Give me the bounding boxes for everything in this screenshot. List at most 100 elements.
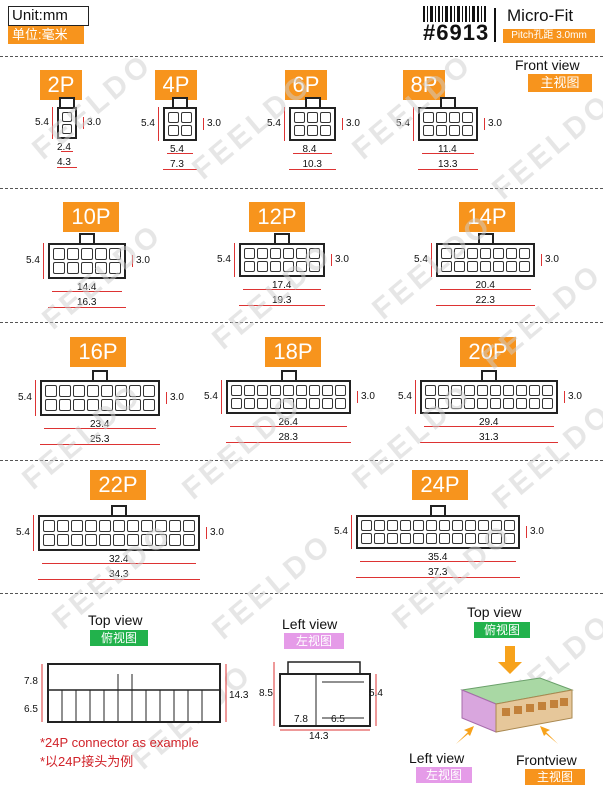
pin-cavity (168, 112, 179, 123)
pin-cavity (529, 398, 540, 409)
pin-cavity (283, 398, 294, 409)
dim-height: 5.4 (217, 254, 231, 265)
left-view-drawing (273, 661, 377, 731)
pin-cavity (73, 399, 85, 411)
dim-outer-width: 19.3 (272, 295, 292, 306)
dim-line-inner-width (293, 153, 332, 154)
pin-cavity (516, 385, 527, 396)
dim-line-pitch (166, 392, 167, 404)
dim-line-inner-width (61, 151, 73, 152)
pin-cavity (374, 520, 385, 531)
unit-label: Unit:mm (8, 6, 89, 26)
left-view-title-cn: 左视图 (284, 633, 344, 649)
dim-line-inner-width (42, 563, 196, 564)
pin-count-label: 24P (412, 470, 468, 500)
pin-grid (53, 248, 121, 274)
top-view-drawing (41, 663, 227, 723)
dim-line-outer-width (436, 305, 535, 306)
pin-cavity (183, 520, 195, 532)
pin-cavity (115, 399, 127, 411)
dim-line-inner-width (44, 428, 156, 429)
pin-cavity (296, 385, 307, 396)
dim-line-height (413, 107, 414, 141)
dim-inner-width: 14.4 (77, 282, 97, 293)
pin-cavity (465, 533, 476, 544)
pin-grid (244, 248, 320, 272)
top-view-title-cn: 俯视图 (90, 630, 148, 646)
pin-cavity (478, 533, 489, 544)
dim-pitch: 3.0 (210, 527, 224, 538)
pin-cavity (113, 534, 125, 546)
connector-body (418, 107, 478, 141)
dim-line-inner-width (167, 153, 193, 154)
pin-cavity (99, 534, 111, 546)
pin-cavity (309, 385, 320, 396)
connector-body (436, 243, 535, 277)
dim-pitch: 3.0 (170, 392, 184, 403)
pin-cavity (462, 112, 473, 123)
pin-count-label: 14P (459, 202, 515, 232)
dim-line-height (35, 380, 36, 416)
iso-top-view-title-cn: 俯视图 (474, 622, 530, 638)
pin-cavity (529, 385, 540, 396)
connector-latch (481, 370, 497, 380)
dim-height: 5.4 (18, 392, 32, 403)
dim-outer-width: 31.3 (479, 432, 499, 443)
pin-count-label: 10P (63, 202, 119, 232)
dim-height: 5.4 (334, 526, 348, 537)
pin-cavity (478, 520, 489, 531)
pin-cavity (309, 398, 320, 409)
iso-top-view-title: Top view (467, 604, 522, 620)
dim-inner-width: 29.4 (479, 417, 499, 428)
pin-cavity (504, 533, 515, 544)
dim-line-pitch (484, 118, 485, 130)
dim-inner-width: 26.4 (278, 417, 298, 428)
pin-cavity (423, 125, 434, 136)
pin-cavity (95, 262, 107, 274)
connector-body (289, 107, 336, 141)
pin-cavity (62, 124, 72, 134)
pin-cavity (57, 534, 69, 546)
pin-cavity (374, 533, 385, 544)
dim-line-pitch (203, 118, 204, 130)
pin-cavity (449, 125, 460, 136)
dim-line-height (415, 380, 416, 414)
pin-cavity (413, 533, 424, 544)
connector-latch (280, 370, 297, 380)
connector-latch (92, 370, 108, 380)
note-cn: *以24P接头为例 (40, 754, 134, 769)
dim-outer-width: 34.3 (109, 569, 129, 580)
pin-cavity (244, 248, 255, 259)
pin-cavity (542, 398, 553, 409)
pin-cavity (335, 398, 346, 409)
pin-cavity (99, 520, 111, 532)
pin-cavity (45, 399, 57, 411)
pin-cavity (294, 112, 305, 123)
pin-cavity (465, 520, 476, 531)
dim-line-outer-width (163, 169, 197, 170)
top-view-dim-2: 6.5 (24, 704, 38, 715)
pin-cavity (490, 398, 501, 409)
pin-cavity (127, 534, 139, 546)
dim-pitch: 3.0 (335, 254, 349, 265)
dim-line-pitch (331, 254, 332, 266)
pin-cavity (81, 262, 93, 274)
pin-cavity (270, 385, 281, 396)
pin-cavity (467, 261, 478, 272)
dim-line-pitch (342, 118, 343, 130)
pin-cavity (59, 399, 71, 411)
dim-line-inner-width (243, 289, 321, 290)
dim-height: 5.4 (141, 118, 155, 129)
dim-line-inner-width (52, 291, 122, 292)
dim-line-outer-width (289, 169, 336, 170)
header-divider (494, 8, 496, 42)
connector-latch (79, 233, 95, 243)
pin-cavity (270, 248, 281, 259)
connector-latch (274, 233, 290, 243)
pin-cavity (426, 520, 437, 531)
top-view-dim-3: 14.3 (229, 690, 249, 701)
dim-height: 5.4 (396, 118, 410, 129)
pin-cavity (87, 399, 99, 411)
pin-cavity (270, 261, 281, 272)
pin-count-label: 12P (249, 202, 305, 232)
